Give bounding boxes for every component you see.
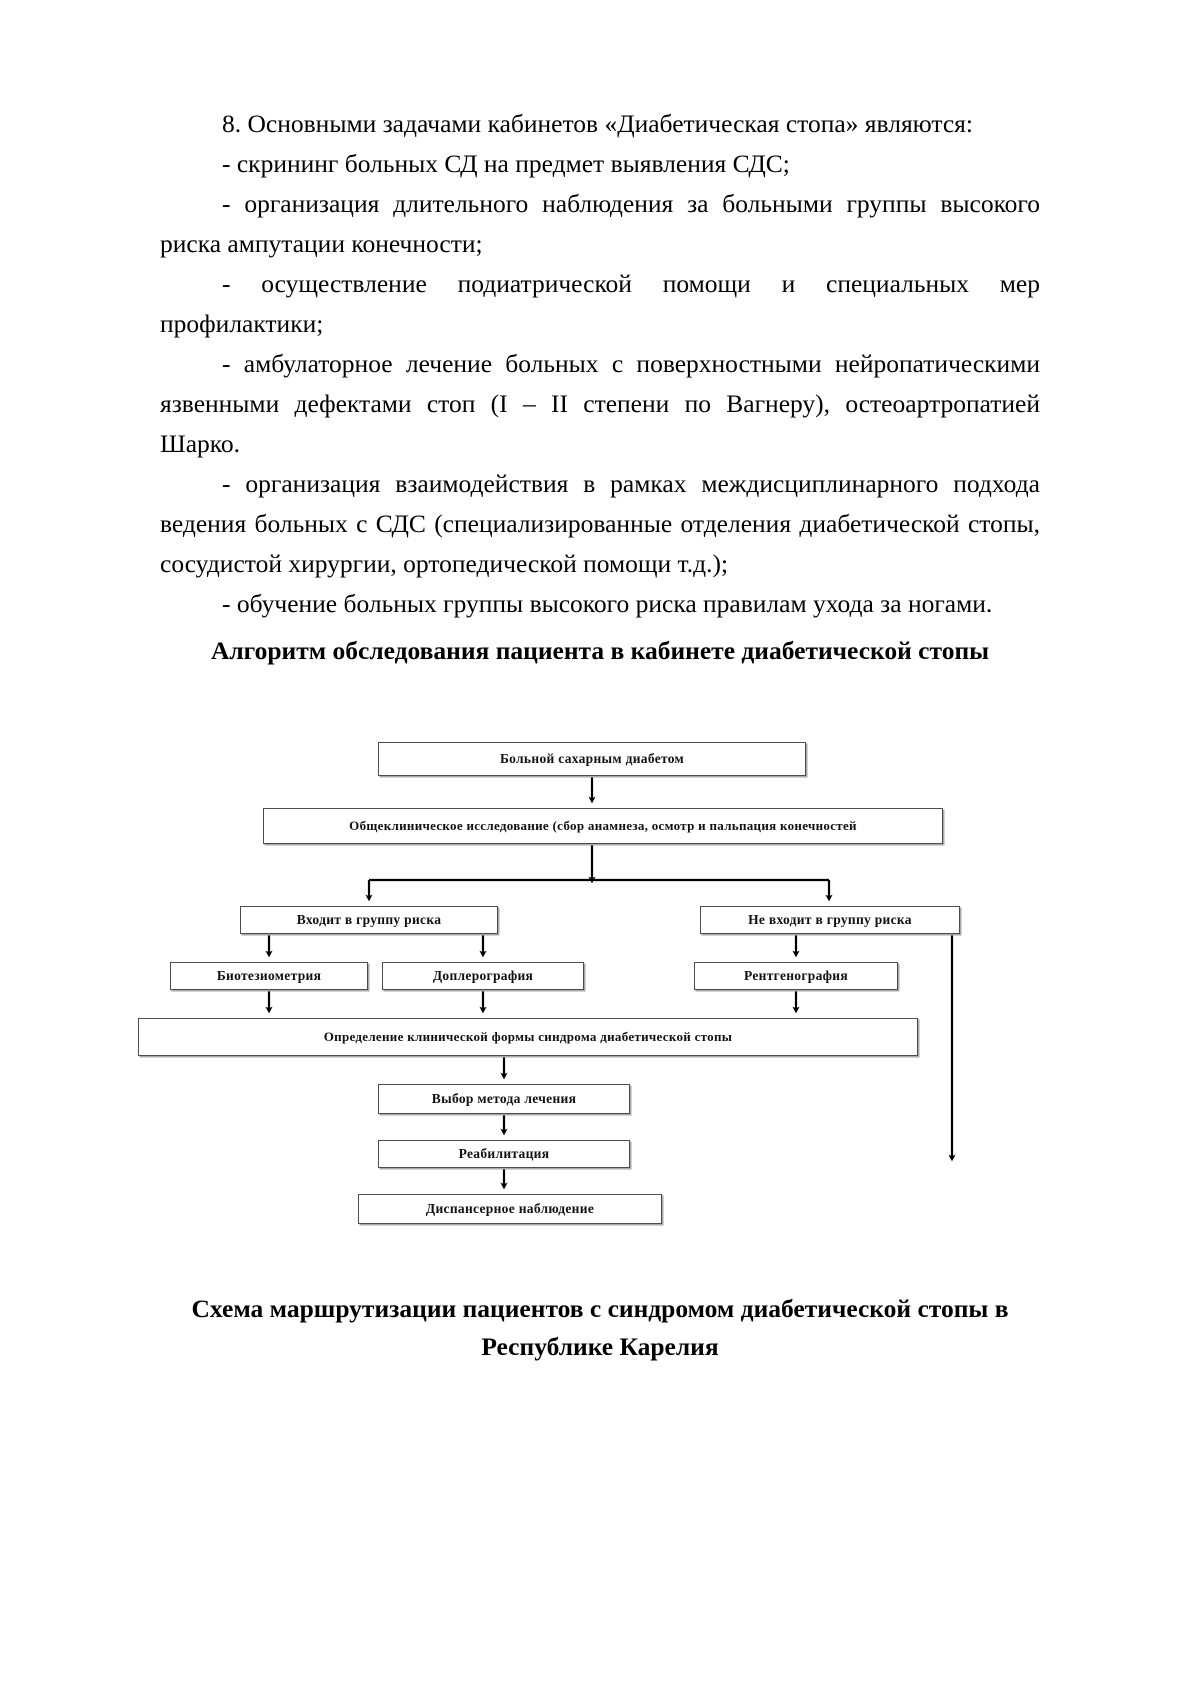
flow-node-dispensary-observation: Диспансерное наблюдение <box>358 1194 662 1224</box>
flow-node-not-in-risk-group: Не входит в группу риска <box>700 906 960 934</box>
paragraph-observation: - организация длительного наблюдения за … <box>160 189 1040 258</box>
flow-node-general-examination: Общеклиническое исследование (сбор анамн… <box>263 808 943 844</box>
flow-node-in-risk-group: Входит в группу риска <box>240 906 498 934</box>
paragraph-item-8: 8. Основными задачами кабинетов «Диабети… <box>222 109 973 138</box>
flow-node-patient: Больной сахарным диабетом <box>378 742 806 776</box>
flow-node-treatment-method: Выбор метода лечения <box>378 1084 630 1114</box>
flow-node-clinical-form: Определение клинической формы синдрома д… <box>138 1018 918 1056</box>
flow-node-biotensiometry: Биотезиометрия <box>170 962 368 990</box>
algorithm-title: Алгоритм обследования пациента в кабинет… <box>210 636 990 665</box>
routing-title-line-2: Республике Карелия <box>481 1332 719 1361</box>
paragraph-interaction: - организация взаимодействия в рамках ме… <box>160 469 1040 578</box>
flow-node-rehabilitation: Реабилитация <box>378 1140 630 1168</box>
paragraph-patient-training: - обучение больных группы высокого риска… <box>222 589 993 618</box>
flow-node-dopplerography: Доплерография <box>382 962 584 990</box>
paragraph-screening: - скрининг больных СД на предмет выявлен… <box>222 149 790 178</box>
paragraph-podiatric-care: - осуществление подиатрической помощи и … <box>160 269 1040 338</box>
routing-title-line-1: Схема маршрутизации пациентов с синдромо… <box>191 1294 1009 1323</box>
body-text-block: 8. Основными задачами кабинетов «Диабети… <box>160 104 1040 624</box>
flow-node-radiography: Рентгенография <box>694 962 898 990</box>
routing-scheme-title: Схема маршрутизации пациентов с синдромо… <box>0 1290 1200 1366</box>
paragraph-ambulatory-treatment: - амбулаторное лечение больных с поверхн… <box>160 349 1040 458</box>
